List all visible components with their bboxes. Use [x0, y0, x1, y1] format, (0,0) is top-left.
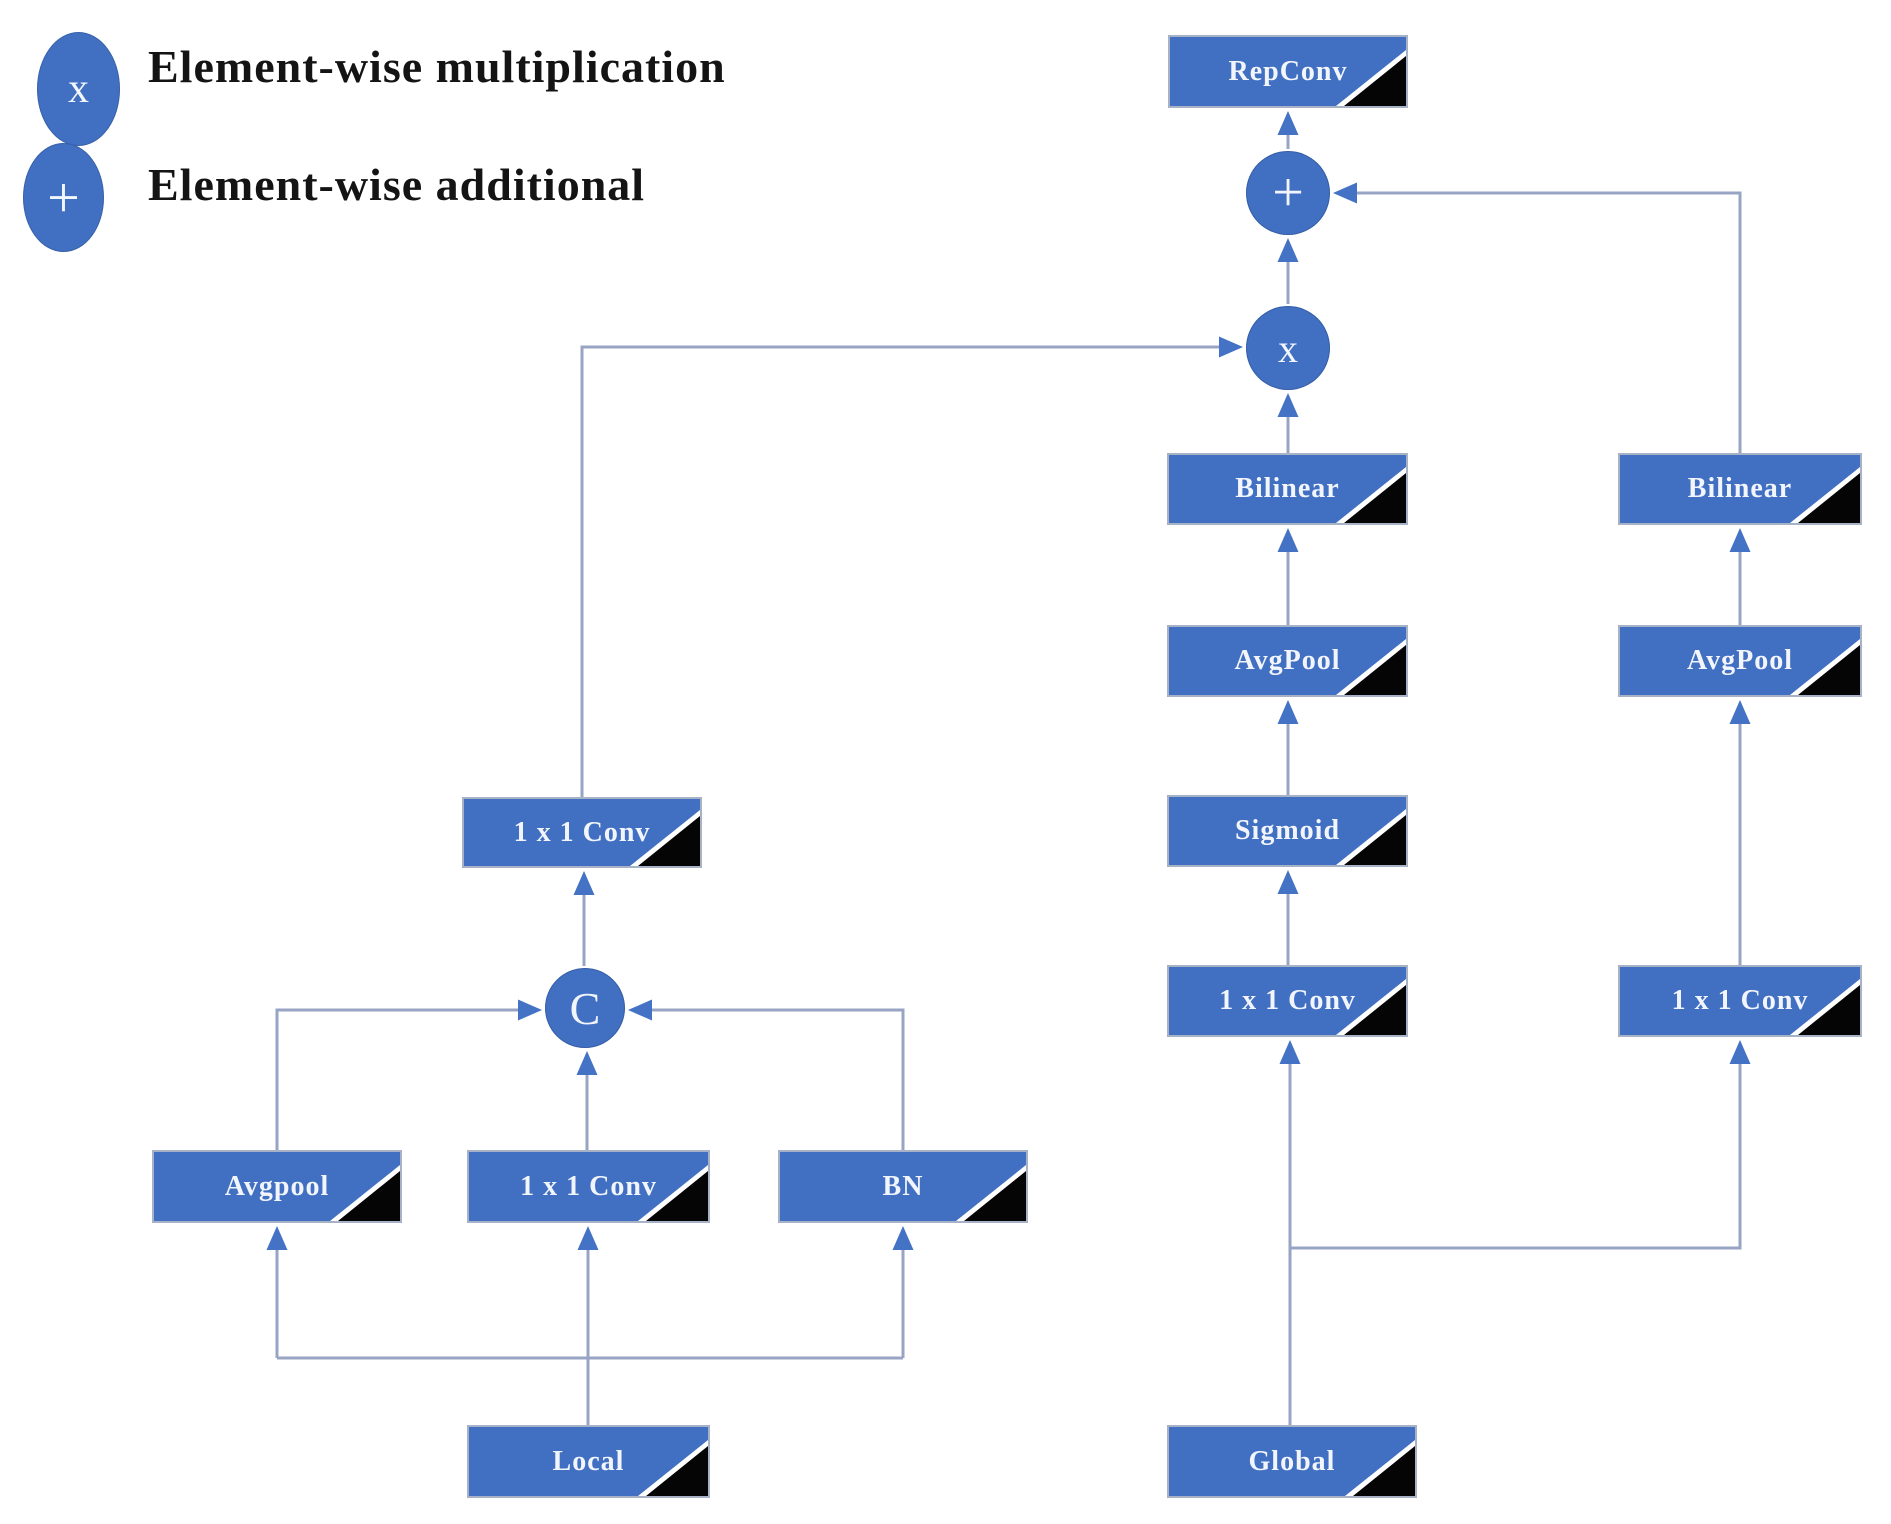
node-local: Local: [467, 1425, 710, 1498]
corner-triangle-icon: [1353, 1446, 1415, 1496]
corner-triangle-icon: [1798, 473, 1860, 523]
corner-triangle-icon: [338, 1171, 400, 1221]
node-global: Global: [1167, 1425, 1417, 1498]
edge-global-branch-to-conv-right: [1290, 1040, 1751, 1250]
multiply-symbol: x: [68, 66, 89, 112]
node-conv-mid: 1 x 1 Conv: [1167, 965, 1408, 1037]
node-sigmoid: Sigmoid: [1167, 795, 1408, 867]
corner-triangle-icon: [1344, 815, 1406, 865]
legend-label-additional: Element-wise additional: [148, 159, 646, 210]
edge-bilinear-right-to-plus: [1333, 182, 1742, 453]
node-avgpool-right: AvgPool: [1618, 625, 1862, 697]
node-conv-left: 1 x 1 Conv: [462, 797, 702, 868]
node-label: 1 x 1 Conv: [520, 1170, 657, 1202]
operator-multiply-circle: x: [1246, 306, 1330, 390]
edge-conv-left-to-x: [580, 336, 1243, 797]
node-repconv: RepConv: [1168, 35, 1408, 108]
corner-triangle-icon: [638, 816, 700, 866]
plus-symbol-circle: +: [23, 143, 104, 252]
node-label: Bilinear: [1687, 473, 1793, 504]
edge-bn-to-c: [628, 999, 905, 1150]
corner-triangle-icon: [1344, 473, 1406, 523]
operator-concat-symbol: C: [569, 982, 601, 1034]
node-label: Avgpool: [224, 1170, 330, 1202]
corner-triangle-icon: [646, 1171, 708, 1221]
plus-symbol: +: [47, 165, 80, 230]
legend-label-multiplication: Element-wise multiplication: [148, 41, 726, 92]
node-label: Local: [552, 1445, 625, 1477]
node-label: BN: [882, 1170, 924, 1202]
operator-multiply-symbol: x: [1278, 325, 1298, 371]
node-bilinear-right: Bilinear: [1618, 453, 1862, 525]
operator-concat-circle: C: [545, 968, 625, 1048]
node-label: RepConv: [1228, 55, 1348, 87]
corner-triangle-icon: [646, 1446, 708, 1496]
corner-triangle-icon: [1798, 645, 1860, 695]
corner-triangle-icon: [1344, 645, 1406, 695]
edge-avgpool-left-to-c: [275, 999, 542, 1150]
node-label: Global: [1248, 1445, 1336, 1477]
node-label: 1 x 1 Conv: [1219, 985, 1356, 1016]
operator-plus-symbol: +: [1272, 162, 1304, 224]
operator-plus-circle: +: [1246, 151, 1330, 235]
corner-triangle-icon: [1798, 985, 1860, 1035]
node-bilinear-mid: Bilinear: [1167, 453, 1408, 525]
node-bn: BN: [778, 1150, 1028, 1223]
node-label: 1 x 1 Conv: [513, 816, 651, 848]
node-label: 1 x 1 Conv: [1671, 985, 1809, 1016]
node-label: AvgPool: [1686, 645, 1794, 676]
multiply-symbol-circle: x: [37, 32, 120, 146]
node-avgpool-left: Avgpool: [152, 1150, 402, 1223]
corner-triangle-icon: [1344, 56, 1406, 106]
node-conv-bottom: 1 x 1 Conv: [467, 1150, 710, 1223]
node-conv-right: 1 x 1 Conv: [1618, 965, 1862, 1037]
node-label: AvgPool: [1234, 645, 1341, 676]
node-label: Bilinear: [1235, 473, 1340, 504]
node-avgpool-mid: AvgPool: [1167, 625, 1408, 697]
corner-triangle-icon: [964, 1171, 1026, 1221]
node-label: Sigmoid: [1234, 815, 1341, 846]
corner-triangle-icon: [1344, 985, 1406, 1035]
